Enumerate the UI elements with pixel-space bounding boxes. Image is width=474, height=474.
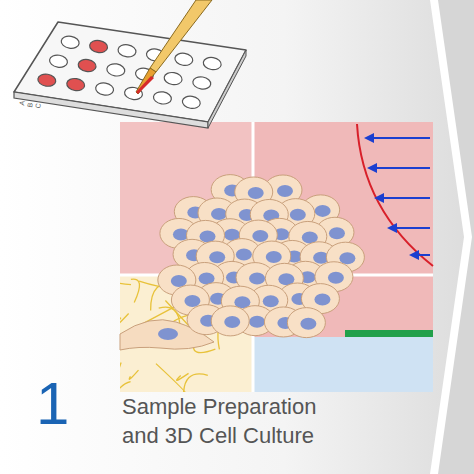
nucleus	[248, 187, 264, 199]
nucleus	[209, 251, 225, 263]
flow-arrows	[364, 133, 430, 260]
flow-arrow	[382, 197, 430, 199]
nucleus	[329, 227, 345, 239]
flow-arrow	[395, 227, 430, 229]
fiber	[183, 374, 207, 392]
nucleus	[315, 205, 331, 217]
nucleus	[314, 294, 330, 306]
nucleus	[328, 272, 344, 284]
pipette-tip	[136, 68, 156, 94]
cell-body	[287, 308, 325, 338]
well	[181, 95, 201, 110]
nucleus	[300, 318, 316, 330]
flow-front	[357, 124, 433, 266]
arrow-head	[409, 250, 419, 260]
step-title: Sample Preparation and 3D Cell Culture	[122, 392, 352, 450]
nucleus	[266, 251, 282, 263]
well	[60, 35, 80, 50]
arrow-head	[374, 193, 384, 203]
wells	[37, 35, 222, 110]
well	[49, 54, 69, 69]
cell	[287, 308, 325, 338]
fiber	[129, 370, 138, 379]
fiber	[120, 314, 129, 326]
nucleus	[252, 230, 268, 242]
arrow-head	[364, 133, 374, 143]
well	[95, 82, 115, 97]
slide-top	[14, 22, 246, 122]
nucleus	[211, 208, 227, 220]
well	[106, 63, 126, 78]
fiber	[131, 279, 140, 302]
flow-arrow	[375, 167, 430, 169]
nucleus	[224, 316, 240, 328]
well	[37, 73, 57, 88]
fiber	[120, 362, 121, 381]
slide-edge	[14, 92, 208, 128]
nucleus	[249, 273, 265, 285]
pipette-body	[150, 0, 212, 72]
cell-cluster	[158, 175, 365, 338]
nucleus	[263, 295, 279, 307]
nucleus	[236, 249, 252, 261]
chevron-arrow	[430, 0, 472, 474]
nucleus	[158, 328, 178, 340]
cell	[211, 306, 249, 336]
well	[202, 56, 222, 71]
well	[77, 58, 97, 73]
nucleus	[277, 185, 293, 197]
nucleus	[339, 252, 355, 264]
pipette-liquid	[136, 76, 154, 94]
fiber	[120, 382, 131, 392]
nucleus	[290, 209, 306, 221]
nucleus	[249, 316, 265, 328]
well	[66, 77, 86, 92]
substrate	[253, 337, 433, 392]
coating-layer	[345, 330, 433, 337]
well	[163, 71, 183, 86]
flow-arrow	[372, 137, 430, 139]
well	[192, 76, 212, 91]
well	[89, 39, 109, 54]
fiber	[156, 364, 188, 392]
well	[174, 52, 194, 67]
quadrant-flow	[253, 122, 433, 275]
well	[153, 91, 173, 106]
well	[117, 43, 137, 58]
quadrant-medium	[120, 122, 253, 275]
nucleus	[184, 295, 200, 307]
nucleus	[171, 275, 187, 287]
step-number: 1	[36, 372, 69, 436]
arrow-head	[387, 223, 397, 233]
fiber	[120, 276, 131, 285]
arrow-head	[367, 163, 377, 173]
cell-body	[211, 306, 249, 336]
nucleus	[200, 230, 216, 242]
